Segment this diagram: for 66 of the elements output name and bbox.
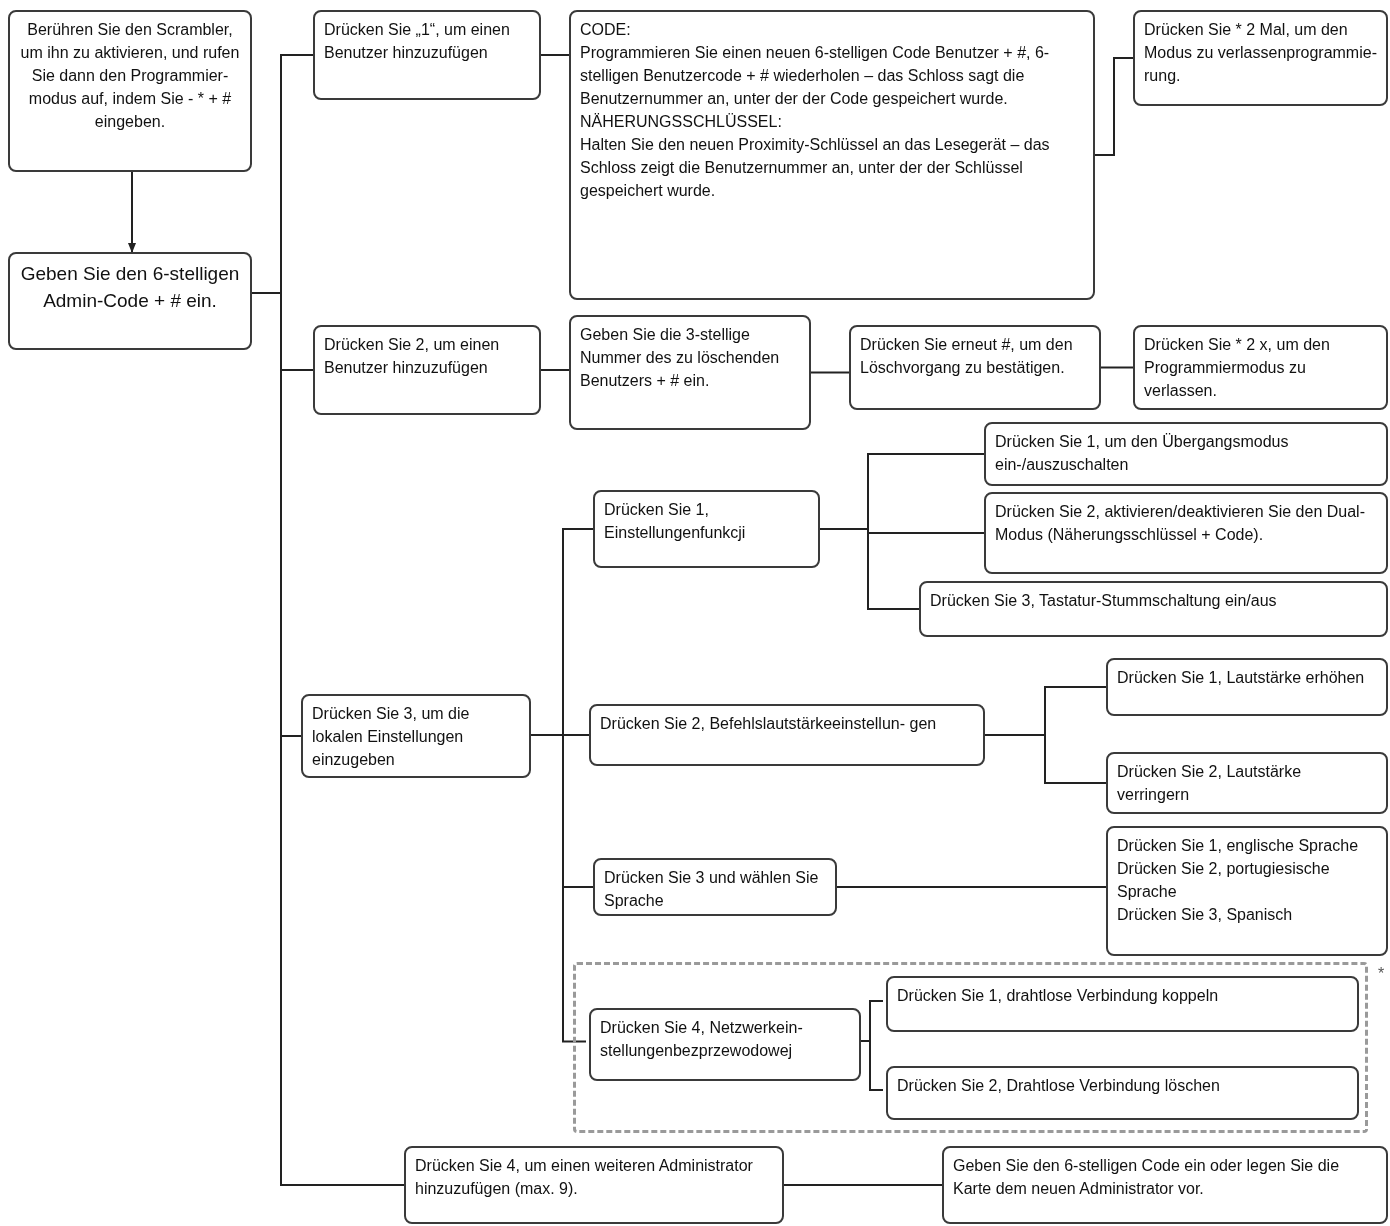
process-box [1133, 10, 1388, 106]
box-text: Drücken Sie 2, um einen Benutzer hinzuzufügen [324, 335, 501, 378]
box-text: Drücken Sie erneut #, um den Löschvorgang zu bestätigen. [860, 335, 1074, 378]
box-text: Drücken Sie * 2 Mal, um den Modus zu verlassenprogrammie- rung. [1144, 20, 1377, 86]
process-box [849, 325, 1101, 410]
process-box [984, 422, 1388, 486]
process-box [569, 10, 1095, 300]
process-box [589, 1008, 861, 1081]
box-text: Drücken Sie 4, um einen weiteren Administrator hinzuzufügen (max. 9). [415, 1156, 754, 1199]
box-text: Drücken Sie * 2 x, um den Programmiermodus zu verlassen. [1144, 335, 1331, 401]
box-text: Drücken Sie 1, englische Sprache [1117, 836, 1360, 856]
process-box [8, 10, 252, 172]
process-box [589, 704, 985, 766]
box-text: Geben Sie die 3-stellige Nummer des zu löschenden Benutzers + # ein. [580, 325, 781, 391]
process-box [313, 325, 541, 415]
box-text: Drücken Sie 2, Drahtlose Verbindung löschen [897, 1076, 1221, 1096]
process-box [886, 976, 1359, 1032]
process-box [1106, 752, 1388, 814]
box-text: Geben Sie den 6-stelligen Admin-Code + # ein. [19, 262, 241, 313]
box-text: Halten Sie den neuen Proximity-Schlüssel an das Lesegerät – das Schloss zeigt die Benutzernummer an, unter der der Schlüssel gespeichert wurde. [580, 135, 1051, 201]
process-box [404, 1146, 784, 1224]
process-box [593, 490, 820, 568]
box-text: Berühren Sie den Scrambler, um ihn zu aktivieren, und rufen Sie dann den Programmier- modus auf, indem Sie - * + # eingeben. [19, 20, 241, 132]
connector-line [810, 371, 850, 374]
process-box [1106, 826, 1388, 956]
box-text: Drücken Sie 1, um den Übergangsmodus ein-/auszuschalten [995, 432, 1290, 475]
box-text: Drücken Sie 3, um die lokalen Einstellungen einzugeben [312, 704, 471, 770]
process-box [942, 1146, 1388, 1224]
box-text: Drücken Sie 1, Einstellungenfunkcji [604, 500, 747, 543]
box-text: Drücken Sie 3 und wählen Sie Sprache [604, 868, 820, 911]
box-text: Drücken Sie 4, Netzwerkein- stellungenbezprzewodowej [600, 1018, 804, 1061]
box-text: Drücken Sie 3, Spanisch [1117, 905, 1294, 925]
connector-line [1094, 57, 1134, 156]
connector-line [540, 54, 570, 56]
box-text: Drücken Sie 1, drahtlose Verbindung koppeln [897, 986, 1220, 1006]
connector-line [540, 369, 570, 371]
box-text: CODE: [580, 20, 632, 40]
box-text: Drücken Sie „1“, um einen Benutzer hinzuzufügen [324, 20, 511, 63]
dashed-group-frame [573, 962, 1368, 1133]
box-text: Programmieren Sie einen neuen 6-stelligen Code Benutzer + #, 6-stelligen Benutzercode + # wiederholen – das Schloss sagt die Benutzernummer an, unter der der Code gespeichert wurde. [580, 43, 1051, 109]
connector-line [836, 886, 1107, 888]
box-text: Drücken Sie 2, aktivieren/deaktivieren Sie den Dual-Modus (Näherungsschlüssel + Code). [995, 502, 1366, 545]
process-box [984, 492, 1388, 574]
process-box [919, 581, 1388, 637]
box-text: Drücken Sie 1, Lautstärke erhöhen [1117, 668, 1366, 688]
connector-line [1100, 366, 1134, 369]
connector-line [984, 734, 1107, 784]
connector-line [783, 1184, 943, 1186]
arrow [128, 171, 136, 253]
process-box [886, 1066, 1359, 1120]
box-text: Drücken Sie 2, Befehlslautstärkeeinstellun- gen [600, 714, 938, 734]
process-box [1106, 658, 1388, 716]
box-text: Drücken Sie 2, portugiesische Sprache [1117, 859, 1331, 902]
connector-line [530, 734, 587, 1043]
process-box [313, 10, 541, 100]
box-text: Drücken Sie 3, Tastatur-Stummschaltung ein/aus [930, 591, 1278, 611]
box-text: Geben Sie den 6-stelligen Code ein oder legen Sie die Karte dem neuen Administrator vor. [953, 1156, 1341, 1199]
process-box [8, 252, 252, 350]
process-box [593, 858, 837, 916]
box-text: NÄHERUNGSSCHLÜSSEL: [580, 112, 783, 132]
process-box [569, 315, 811, 430]
connector-line [819, 528, 920, 610]
box-text: Drücken Sie 2, Lautstärke verringern [1117, 762, 1303, 805]
process-box [301, 694, 531, 778]
process-box [1133, 325, 1388, 410]
footnote-mark: * [1378, 964, 1385, 984]
